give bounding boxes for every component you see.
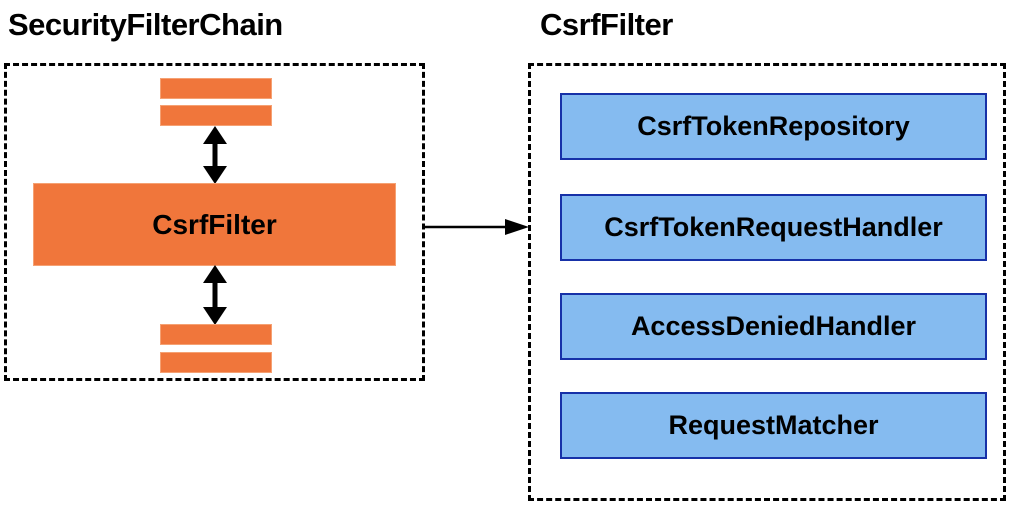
component-box-csrf-token-request-handler: CsrfTokenRequestHandler — [541, 194, 987, 278]
filter-placeholder-bar — [160, 324, 272, 345]
component-box-access-denied-handler: AccessDeniedHandler — [541, 293, 987, 377]
csrf-filter-box-label: CsrfFilter — [152, 208, 277, 240]
component-box-label: CsrfTokenRepository — [637, 111, 910, 141]
security-filter-chain-title: SecurityFilterChain — [8, 7, 283, 42]
csrf-filter-title: CsrfFilter — [540, 7, 673, 42]
filter-placeholder-bar — [160, 78, 272, 99]
component-box-label: RequestMatcher — [668, 410, 879, 440]
component-box-label: CsrfTokenRequestHandler — [604, 212, 943, 242]
filter-placeholder-bar — [160, 352, 272, 373]
csrf-filter-container — [528, 63, 1006, 501]
connector-arrow-icon — [425, 219, 529, 235]
csrf-filter-box: CsrfFilter — [13, 183, 396, 284]
filter-placeholder-bar — [160, 105, 272, 126]
vertical-double-arrow-icon — [203, 126, 227, 184]
component-box-request-matcher: RequestMatcher — [541, 392, 987, 476]
vertical-double-arrow-icon — [203, 265, 227, 325]
security-filter-chain-container — [4, 63, 425, 381]
component-box-label: AccessDeniedHandler — [630, 311, 917, 341]
component-box-csrf-token-repository: CsrfTokenRepository — [541, 93, 987, 177]
